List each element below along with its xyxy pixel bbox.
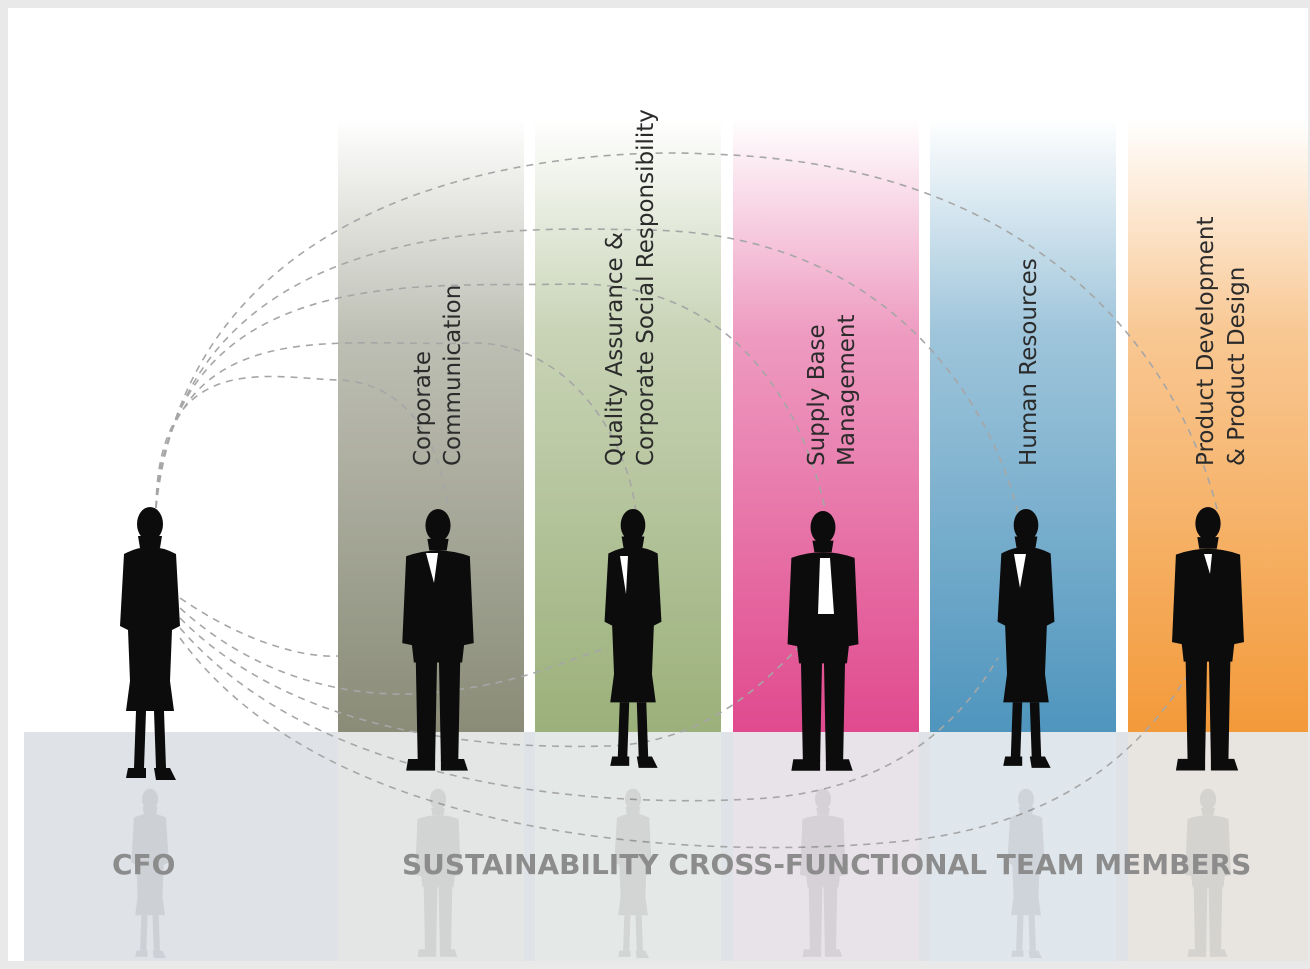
team-diagram: Corporate Communication Quality Assuranc… [24, 109, 1308, 961]
role-3-line1: Human Resources [1016, 258, 1042, 466]
role-0-line2: Communication [440, 285, 466, 466]
figure-corporate-communication [402, 508, 474, 771]
role-label-1: Quality Assurance & Corporate Social Res… [602, 109, 659, 466]
role-label-3: Human Resources [1016, 258, 1042, 466]
diagram-frame: Corporate Communication Quality Assuranc… [8, 8, 1308, 961]
role-label-0: Corporate Communication [410, 285, 466, 466]
role-2-line1: Supply Base [804, 324, 830, 466]
role-label-4: Product Development & Product Design [1193, 217, 1250, 466]
role-1-line2: Corporate Social Responsibility [633, 109, 659, 466]
role-1-line1: Quality Assurance & [602, 232, 628, 466]
figure-product-development [1172, 506, 1244, 771]
role-4-line2: & Product Design [1224, 267, 1250, 466]
role-label-2: Supply Base Management [804, 314, 860, 466]
role-2-line2: Management [834, 314, 860, 466]
role-4-line1: Product Development [1193, 217, 1219, 466]
figure-human-resources [997, 508, 1055, 768]
figure-supply-base [787, 510, 859, 771]
cfo-caption: CFO [112, 848, 175, 881]
team-caption: SUSTAINABILITY CROSS-FUNCTIONAL TEAM MEM… [402, 848, 1251, 881]
figure-quality-assurance [604, 508, 662, 768]
role-0-line1: Corporate [410, 351, 436, 466]
